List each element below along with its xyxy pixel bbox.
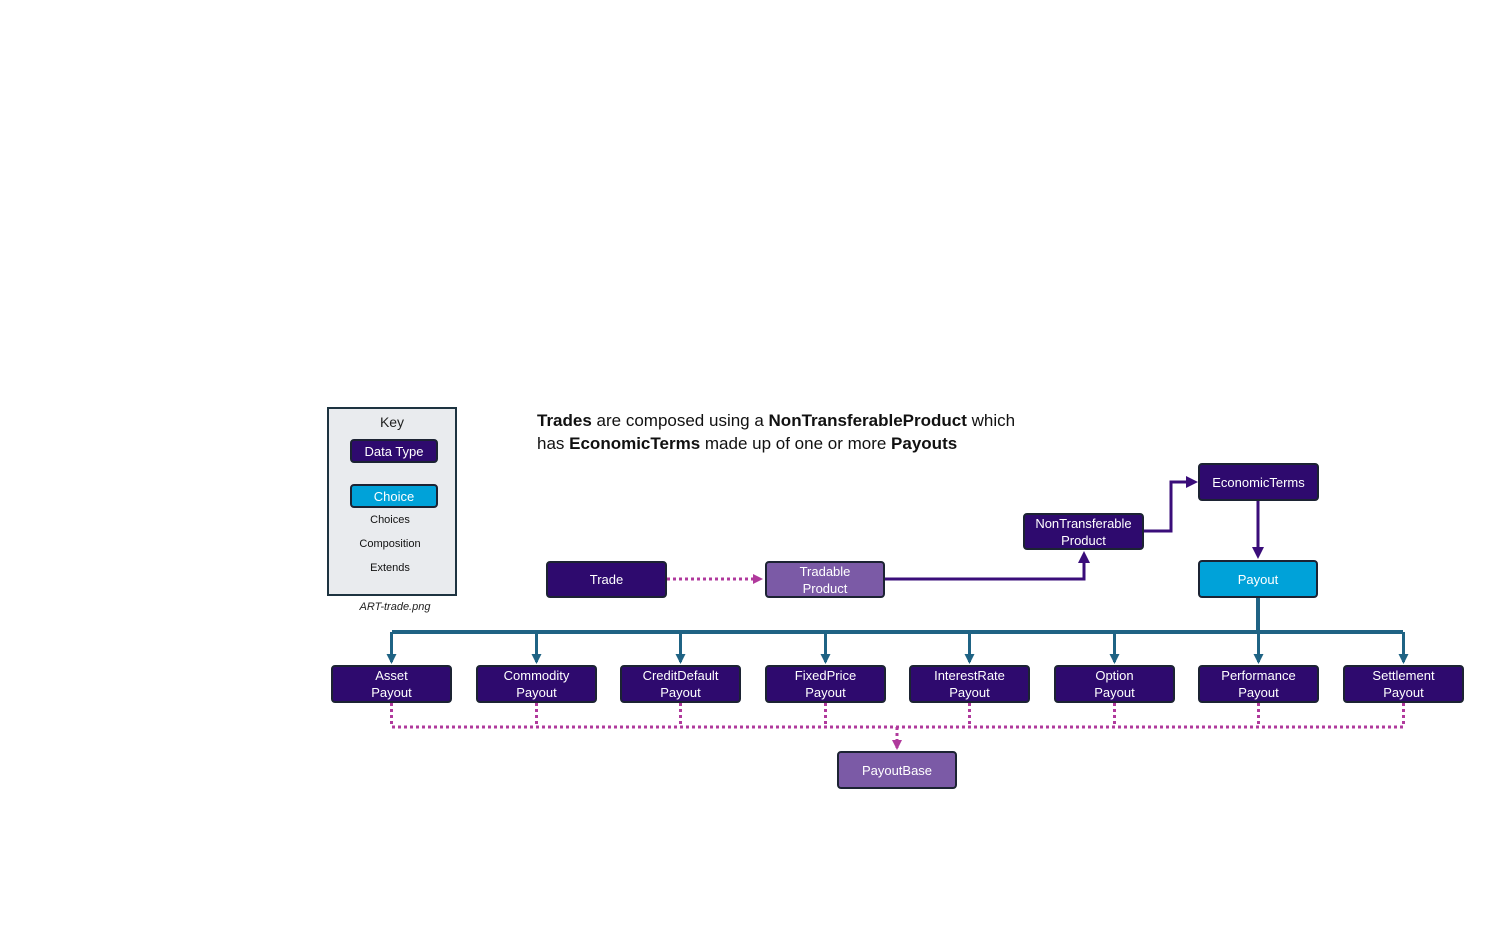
- line1-run: which: [966, 411, 1016, 430]
- payout-subtype-label: CreditDefault Payout: [642, 668, 719, 700]
- node-performance-payout: Performance Payout: [1198, 665, 1319, 703]
- node-asset-payout: Asset Payout: [331, 665, 452, 703]
- payout-subtype-label: Asset Payout: [371, 668, 412, 700]
- payout-subtype-label: InterestRate Payout: [934, 668, 1005, 700]
- key-extends-label: Extends: [370, 562, 410, 574]
- line2-run: has: [537, 434, 570, 453]
- node-non-transferable-product: NonTransferable Product: [1023, 513, 1144, 550]
- key-composition-label: Composition: [359, 538, 421, 550]
- node-economic-terms: EconomicTerms: [1198, 463, 1319, 501]
- node-tradable-product: Tradable Product: [765, 561, 885, 598]
- extends-drop-lines: [390, 703, 1405, 727]
- node-creditdefault-payout: CreditDefault Payout: [620, 665, 741, 703]
- key-choice-swatch: Choice: [350, 484, 438, 508]
- node-non-transferable-product-label: NonTransferable Product: [1035, 515, 1132, 548]
- key-data-type-swatch: Data Type: [350, 439, 438, 463]
- headline-line-2: has EconomicTerms made up of one or more…: [537, 432, 1077, 455]
- node-option-payout: Option Payout: [1054, 665, 1175, 703]
- node-economic-terms-label: EconomicTerms: [1212, 474, 1305, 490]
- key-choice-label: Choice: [373, 488, 415, 504]
- node-settlement-payout: Settlement Payout: [1343, 665, 1464, 703]
- node-tradable-product-label: Tradable Product: [799, 563, 851, 596]
- node-payout-base-label: PayoutBase: [861, 762, 933, 778]
- edge-tradable-to-nontransferable: [885, 551, 1090, 581]
- line1-run: Trades: [537, 411, 592, 430]
- node-trade-label: Trade: [589, 572, 624, 587]
- node-interestrate-payout: InterestRate Payout: [909, 665, 1030, 703]
- key-caption: ART-trade.png: [359, 601, 431, 613]
- key-data-type-label: Data Type: [364, 443, 424, 459]
- payout-subtype-label: Option Payout: [1094, 668, 1135, 700]
- payout-subtype-label: Performance Payout: [1221, 668, 1296, 700]
- payout-subtype-label: FixedPrice Payout: [794, 668, 857, 700]
- line2-run: made up of one or more: [700, 434, 892, 453]
- node-payout-base: PayoutBase: [837, 751, 957, 789]
- key-choices-label: Choices: [370, 514, 410, 526]
- line1-run: are composed using a: [591, 411, 769, 430]
- choice-drop-arrows: [386, 632, 1409, 664]
- line1-run: NonTransferableProduct: [768, 411, 967, 430]
- node-trade: Trade: [546, 561, 667, 598]
- node-fixedprice-payout: FixedPrice Payout: [765, 665, 886, 703]
- node-payout: Payout: [1198, 560, 1318, 598]
- edge-nontransferable-to-economicterms: [1144, 476, 1198, 533]
- key-title: Key: [379, 414, 405, 430]
- node-payout-label: Payout: [1237, 571, 1279, 587]
- headline-line-1: Trades are composed using a NonTransfera…: [537, 409, 1077, 432]
- line2-run: EconomicTerms: [569, 434, 701, 453]
- diagram-headline: Trades are composed using a NonTransfera…: [537, 409, 1077, 455]
- node-commodity-payout: Commodity Payout: [476, 665, 597, 703]
- line2-run: Payouts: [891, 434, 958, 453]
- payout-subtype-label: Commodity Payout: [503, 668, 570, 700]
- payout-subtype-label: Settlement Payout: [1372, 668, 1435, 700]
